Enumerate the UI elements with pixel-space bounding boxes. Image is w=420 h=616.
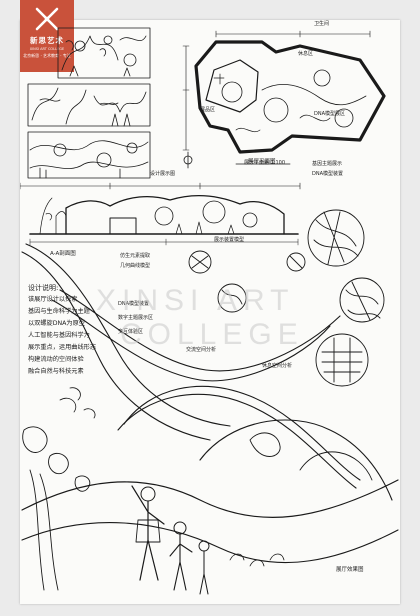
- sketch-artwork: [20, 27, 399, 595]
- concept-label-4: 数字主题展示区: [118, 315, 154, 321]
- section-elevation-drawing: [29, 195, 299, 246]
- section-aa-label: A-A剖面图: [50, 251, 76, 257]
- seating-label: 休息区: [298, 51, 314, 57]
- gene-display-label: 基因主题展示: [312, 161, 343, 167]
- design-notes-line: 基因与生命科学为主题: [28, 308, 90, 315]
- sketch-panel-middle: [27, 83, 151, 127]
- floor-plan-drawing: [182, 30, 386, 169]
- logo-tagline: XINSI ART COLLEGE: [29, 47, 65, 51]
- design-notes-heading: 设计说明:: [28, 284, 59, 292]
- sketch-panel-lower: [27, 131, 151, 179]
- flowing-ribbons: [21, 243, 393, 501]
- logo-icon: [35, 7, 59, 31]
- dna-sphere-illustrations: [188, 209, 385, 387]
- plan-title-label: 展厅平面图: [248, 159, 276, 165]
- perspective-scene: [21, 387, 399, 595]
- design-notes-line: 构建流动的空间体验: [28, 356, 84, 363]
- flow-analysis-label: 交流空间分析: [186, 347, 217, 353]
- concept-label-5: 交互体验区: [118, 329, 144, 335]
- dna-device-label: DNA模型装置: [312, 171, 344, 177]
- rest-analysis-label: 休息空间分析: [262, 363, 293, 369]
- plan-scale-label: 展厅平面图 1:100: [244, 160, 285, 166]
- concept-label-2: 几何曲线模型: [120, 263, 151, 269]
- logo-subtitle: 北京新思 · 艺术教育 · 专注: [23, 53, 71, 58]
- section-title-label: 设计展示图: [150, 171, 176, 177]
- section-model-label: 展示装置模型: [214, 237, 245, 243]
- design-notes: 设计说明: 该展厅设计以探索 基因与生命科学为主题 以双螺旋DNA为原型 人工智…: [28, 282, 96, 378]
- sketch-panel-top: [57, 27, 151, 79]
- brand-logo: 新思艺术 XINSI ART COLLEGE 北京新思 · 艺术教育 · 专注: [20, 0, 74, 72]
- design-notes-line: 该展厅设计以探索: [28, 296, 78, 303]
- logo-name: 新思艺术: [30, 36, 64, 45]
- dna-zone-label: DNA模型展区: [314, 111, 346, 117]
- exhibit-zone-label: 展品区: [200, 107, 216, 113]
- restroom-label: 卫生间: [314, 21, 330, 27]
- design-notes-line: 人工智能与基因科学为: [28, 332, 90, 339]
- watermark-line-1: XINSI ART: [96, 284, 295, 317]
- rendering-label: 展厅效果图: [336, 567, 364, 573]
- design-notes-line: 融合自然与科技元素: [28, 368, 84, 375]
- design-notes-line: 以双螺旋DNA为原型: [28, 320, 85, 327]
- concept-label-3: DNA模型装置: [118, 301, 150, 307]
- watermark-line-2: COLLEGE: [120, 318, 304, 351]
- concept-label-1: 仿生元素提取: [120, 253, 151, 259]
- design-notes-line: 展示重点，运用曲线形态: [28, 344, 97, 351]
